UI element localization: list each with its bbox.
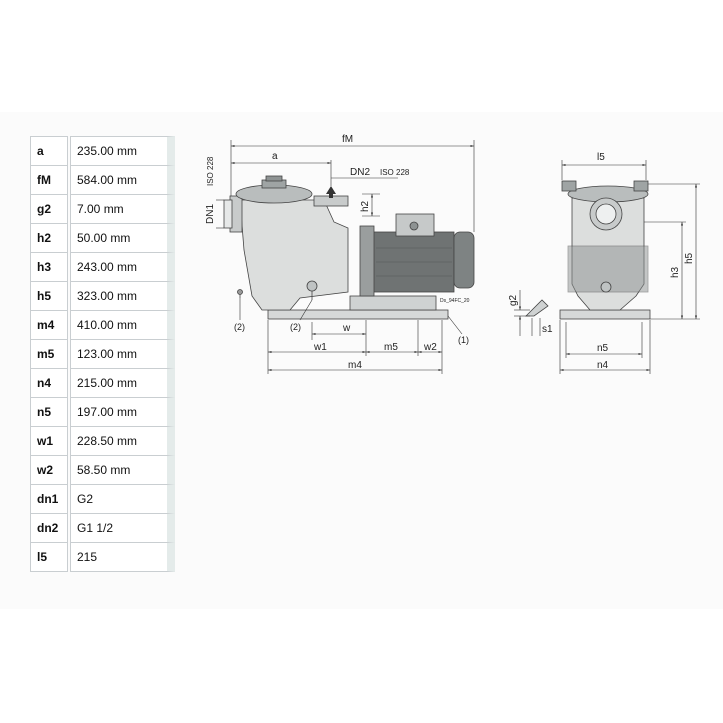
dimension-key: h5: [30, 282, 68, 311]
dimension-value: 243.00 mm: [70, 253, 175, 282]
front-view: [525, 180, 651, 320]
front-view-dimensions: [514, 160, 700, 374]
dimension-key: g2: [30, 195, 68, 224]
front-drain-plug: [600, 281, 612, 293]
dimension-value: G2: [70, 485, 175, 514]
dimension-key: m5: [30, 340, 68, 369]
label-iso-side: ISO 228: [206, 156, 215, 186]
dimension-value: 584.00 mm: [70, 166, 175, 195]
dimension-key: a: [30, 136, 68, 166]
dimension-value: 228.50 mm: [70, 427, 175, 456]
front-base: [559, 309, 651, 320]
label-m5: m5: [384, 342, 398, 353]
label-n4: n4: [597, 360, 609, 371]
dimension-key: l5: [30, 543, 68, 572]
label-ref-code: Ds_94FC_20: [440, 298, 470, 304]
front-knob-left: [561, 180, 577, 192]
side-view-dimensions: [216, 140, 475, 374]
dimension-value: 235.00 mm: [70, 136, 175, 166]
dimension-key: dn2: [30, 514, 68, 543]
dimension-value: 215.00 mm: [70, 369, 175, 398]
motor-fins: [376, 247, 452, 277]
dimension-value: 323.00 mm: [70, 282, 175, 311]
discharge-arrow: [326, 186, 336, 198]
motor-endcap: [453, 231, 475, 289]
dimension-value: 58.50 mm: [70, 456, 175, 485]
label-h3: h3: [670, 266, 681, 278]
label-w2: w2: [423, 342, 437, 353]
dimension-key: h2: [30, 224, 68, 253]
label-w: w: [342, 323, 351, 334]
label-w1: w1: [313, 342, 327, 353]
label-n5: n5: [597, 343, 609, 354]
front-suction-inner: [595, 203, 617, 225]
dimension-value: 50.00 mm: [70, 224, 175, 253]
dimension-value: 215: [70, 543, 175, 572]
dimension-key: m4: [30, 311, 68, 340]
side-view: [223, 175, 475, 320]
dimension-key: w2: [30, 456, 68, 485]
label-note-2b: (2): [290, 322, 301, 332]
label-DN2: DN2: [350, 167, 370, 178]
label-s1: s1: [542, 324, 553, 335]
motor-feet: [349, 295, 437, 311]
base-plate: [267, 309, 449, 320]
lid-knob-top: [265, 175, 283, 182]
front-knob-right: [633, 180, 649, 192]
label-l5: l5: [597, 152, 605, 163]
suction-port: [223, 199, 233, 229]
dimension-value: G1 1/2: [70, 514, 175, 543]
dimension-key: n4: [30, 369, 68, 398]
label-iso-top: ISO 228: [380, 168, 410, 177]
label-a: a: [272, 151, 278, 162]
label-m4: m4: [348, 360, 362, 371]
drain-plug: [306, 280, 318, 292]
dimension-value: 123.00 mm: [70, 340, 175, 369]
dimension-key: w1: [30, 427, 68, 456]
front-view-labels: l5 h3 h5 g2 s1 n5 n4: [508, 152, 695, 371]
label-g2: g2: [508, 294, 519, 306]
terminal-screw: [409, 221, 419, 231]
label-DN1: DN1: [205, 204, 216, 224]
side-view-labels: fM a DN2 ISO 228 ISO 228 DN1 h2 Ds_94FC_…: [205, 134, 470, 371]
dimension-value: 197.00 mm: [70, 398, 175, 427]
dimension-value: 7.00 mm: [70, 195, 175, 224]
dimension-key: fM: [30, 166, 68, 195]
dimension-key: dn1: [30, 485, 68, 514]
motor-flange: [359, 225, 375, 297]
label-note-1: (1): [458, 335, 469, 345]
dimension-key: h3: [30, 253, 68, 282]
dimension-value: 410.00 mm: [70, 311, 175, 340]
label-note-2a: (2): [234, 322, 245, 332]
label-h2: h2: [360, 200, 371, 212]
dimension-key: n5: [30, 398, 68, 427]
label-h5: h5: [684, 252, 695, 264]
label-fM: fM: [342, 134, 353, 145]
drain-plug-left: [237, 289, 243, 295]
pump-housing: [239, 199, 349, 311]
foot-detail: [525, 299, 549, 317]
